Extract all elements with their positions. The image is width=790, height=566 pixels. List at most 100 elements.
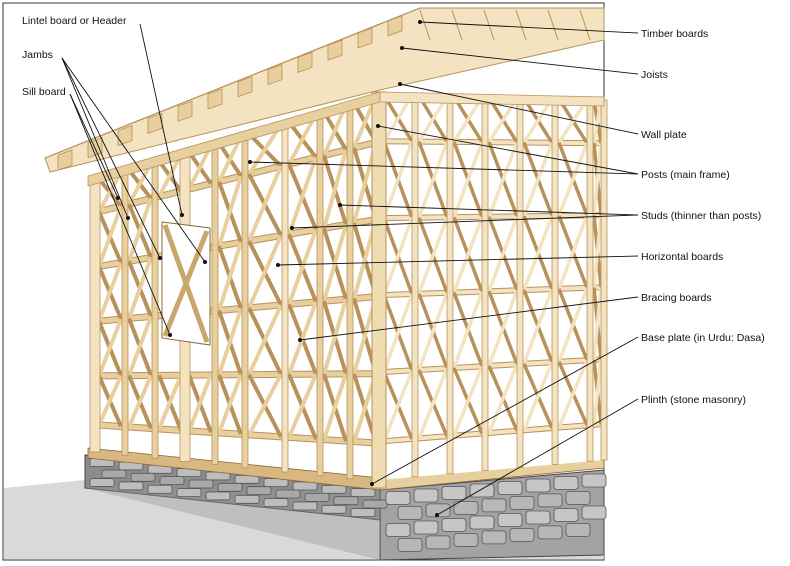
window-opening <box>161 221 211 346</box>
stone-block <box>425 535 451 550</box>
bracing-board <box>127 162 153 206</box>
stone-block <box>441 518 467 532</box>
stone-block <box>565 522 591 537</box>
stone-block <box>385 491 411 505</box>
stud <box>211 143 219 466</box>
stone-block <box>441 486 467 500</box>
bracing-board <box>322 373 348 441</box>
stone-block <box>413 488 439 503</box>
stud <box>121 170 129 456</box>
timber-board-edge <box>515 9 527 41</box>
stud <box>281 122 289 473</box>
timber-board-edge <box>547 9 559 41</box>
bracing-board <box>187 374 213 432</box>
timber-board-edge <box>419 9 431 41</box>
bracing-board <box>247 304 283 376</box>
stone-block <box>246 486 272 496</box>
bracing-board <box>417 367 449 440</box>
stone-block <box>350 508 376 518</box>
stone-block <box>509 527 535 542</box>
bracing-board <box>217 175 243 247</box>
joist-end <box>147 112 163 134</box>
joist-end <box>267 64 283 86</box>
bracing-board <box>522 288 554 365</box>
bracing-board <box>417 216 449 295</box>
stone-block <box>581 473 607 488</box>
stone-block <box>385 523 411 537</box>
bracing-board <box>322 224 348 302</box>
bracing-board <box>487 289 519 367</box>
stud <box>241 134 249 469</box>
timber-board-edge <box>483 9 495 41</box>
bracing-board <box>417 292 449 371</box>
horizontal-board-face <box>94 139 381 216</box>
stud <box>516 97 524 468</box>
stone-block <box>275 489 301 499</box>
stone-block <box>581 505 607 520</box>
roof-structure <box>44 7 605 173</box>
bracing-board <box>157 374 183 430</box>
stone-block <box>537 525 563 540</box>
post <box>89 179 101 453</box>
bracing-board <box>452 96 484 143</box>
stone-block <box>413 520 439 535</box>
bracing-board <box>487 215 519 292</box>
corner-post <box>371 91 387 489</box>
roof-edge <box>44 7 421 159</box>
bracing-board <box>247 373 283 436</box>
bracing-board <box>522 215 554 291</box>
stud <box>346 103 354 480</box>
stone-block <box>553 476 579 490</box>
stud <box>586 99 594 462</box>
stud <box>551 98 559 465</box>
joist-end <box>117 125 133 147</box>
leader-lines <box>61 21 639 516</box>
label-plinth: Plinth (stone masonry) <box>641 394 746 406</box>
joist-end <box>327 39 343 61</box>
bracing-board <box>127 197 153 262</box>
bracing-board <box>97 261 123 322</box>
bracing-board <box>127 256 153 320</box>
stone-block <box>565 490 591 505</box>
stone-block <box>217 482 243 492</box>
bracing-board <box>217 241 243 312</box>
bracing-board <box>157 153 183 198</box>
stud <box>446 96 454 475</box>
bracing-board <box>217 307 243 376</box>
stone-block <box>362 499 388 509</box>
bracing-board <box>557 287 589 363</box>
bracing-board <box>382 217 414 296</box>
stud <box>316 112 324 477</box>
joist-end <box>297 51 313 73</box>
bracing-board <box>592 143 603 216</box>
stone-block <box>453 500 479 515</box>
bracing-board <box>127 374 153 428</box>
stone-block <box>159 476 185 486</box>
stone-block <box>481 530 507 545</box>
stone-block <box>205 491 231 501</box>
stone-block <box>304 492 330 502</box>
bracing-board <box>487 363 519 434</box>
label-timber-boards: Timber boards <box>641 28 708 40</box>
bracing-board <box>287 156 318 235</box>
label-sill-board: Sill board <box>22 86 66 98</box>
bracing-board <box>322 104 348 157</box>
bracing-board <box>382 293 414 373</box>
stone-block <box>553 508 579 522</box>
bracing-board <box>382 140 414 219</box>
bracing-board <box>187 144 213 191</box>
bracing-board <box>487 141 519 218</box>
bracing-board <box>452 216 484 294</box>
stone-block <box>481 498 507 513</box>
stone-plinth <box>84 454 607 561</box>
horizontal-board-face <box>94 371 381 379</box>
stone-block <box>333 496 359 506</box>
bracing-board <box>382 94 414 143</box>
bracing-board <box>557 359 589 429</box>
bracing-board <box>287 113 318 166</box>
label-wall-plate: Wall plate <box>641 129 687 141</box>
stud <box>481 96 489 472</box>
wall-plate <box>379 91 605 107</box>
bracing-board <box>247 123 283 176</box>
horizontal-board-face <box>94 422 381 446</box>
